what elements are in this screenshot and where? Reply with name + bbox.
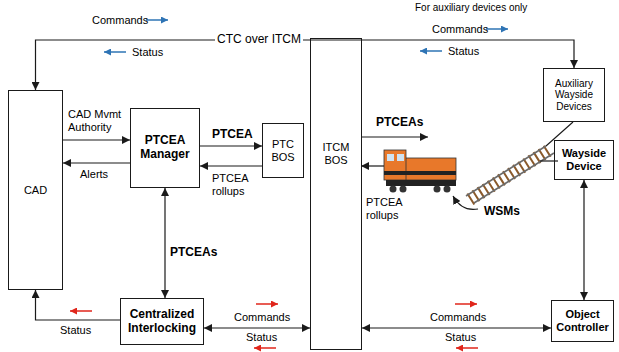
connector <box>362 327 551 328</box>
node-text: Object Controller <box>555 308 610 333</box>
rollup-arrow <box>361 165 384 166</box>
connector <box>36 290 121 320</box>
node-text: Wayside Device <box>558 147 610 172</box>
interlocking-box: Centralized Interlocking <box>120 298 204 345</box>
underframe <box>386 180 456 186</box>
wsm-arrow <box>453 196 478 209</box>
controller-box: Object Controller <box>551 300 614 342</box>
flow-label: Status <box>246 331 277 344</box>
device-box: Auxiliary Wayside Devices <box>543 68 605 122</box>
connector <box>583 180 584 300</box>
wheel <box>444 186 451 193</box>
wheel <box>400 186 407 193</box>
command-arrow <box>146 19 168 21</box>
node-text: Auxiliary Wayside Devices <box>547 78 601 113</box>
node-text: PTC BOS <box>266 138 300 163</box>
wheel <box>434 186 441 193</box>
connector <box>164 188 165 298</box>
direction-arrows <box>70 20 508 348</box>
connector <box>200 145 262 146</box>
connector-label: PTCEAs <box>170 246 217 260</box>
status-arrow <box>456 347 478 349</box>
command-arrow <box>486 28 508 30</box>
node-text: CAD <box>24 184 47 197</box>
command-arrow <box>256 303 278 305</box>
wheel <box>390 186 397 193</box>
connector-label: CAD Mvmt Authority <box>68 108 130 133</box>
locomotive <box>384 150 456 193</box>
cab-window <box>387 154 394 161</box>
network-band: ITCM BOS <box>310 38 362 350</box>
connector-label: CTC over ITCM <box>215 33 303 47</box>
status-arrow <box>70 310 92 312</box>
process-box: PTCEA Manager <box>130 108 200 188</box>
flow-label: For auxiliary devices only <box>415 2 527 14</box>
wayside-link <box>540 160 558 161</box>
cab-window <box>397 154 404 161</box>
connector-label: Alerts <box>80 168 108 181</box>
flow-label: Commands <box>432 23 488 36</box>
flow-label: Status <box>132 46 163 59</box>
flow-label: Commands <box>92 14 148 27</box>
connector-label: PTCEA rollups <box>212 172 258 197</box>
rail <box>466 146 546 196</box>
system-box: CAD <box>8 90 63 290</box>
connector <box>200 165 262 166</box>
flow-label: Status <box>445 331 476 344</box>
flow-label: Commands <box>430 311 486 324</box>
ptcea-arrow <box>361 136 428 137</box>
locomotive-cab <box>384 150 406 180</box>
railroad-track <box>466 122 573 203</box>
device-box: Wayside Device <box>554 140 614 180</box>
flow-label: WSMs <box>484 205 520 219</box>
node-text: PTCEA Manager <box>134 134 196 162</box>
server-box: PTC BOS <box>262 123 304 178</box>
node-text: Centralized Interlocking <box>124 308 200 336</box>
connector-label: Status <box>60 324 91 337</box>
flow-label: PTCEAs <box>376 116 423 130</box>
flow-label: Status <box>448 45 479 58</box>
command-arrow <box>455 303 477 305</box>
connector-label: PTCEA <box>212 128 253 142</box>
track-ties <box>470 150 550 200</box>
connector <box>63 139 130 140</box>
connector <box>36 40 575 90</box>
status-arrow <box>420 50 442 52</box>
switch-link <box>546 122 573 146</box>
flow-label: Commands <box>234 311 290 324</box>
status-arrow <box>254 347 276 349</box>
flow-label: PTCEA rollups <box>366 196 410 221</box>
body-stripe <box>384 171 456 175</box>
connector <box>63 162 130 163</box>
status-arrow <box>104 51 126 53</box>
node-text: ITCM BOS <box>314 141 358 166</box>
connector <box>204 327 310 328</box>
